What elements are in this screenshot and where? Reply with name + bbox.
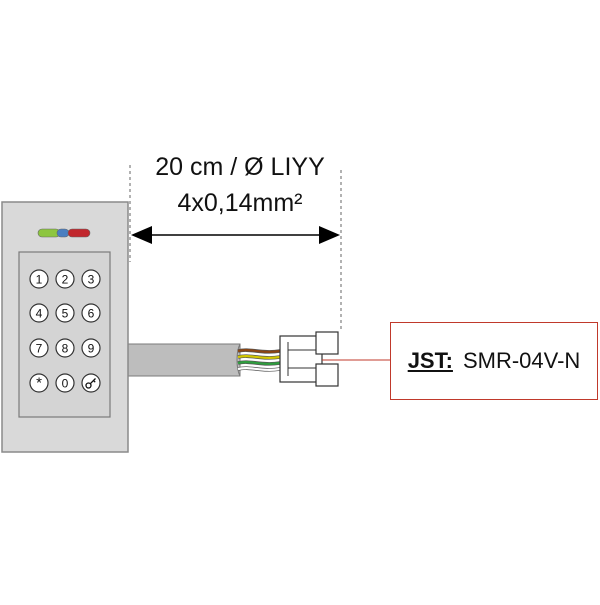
wires xyxy=(237,348,281,372)
dimension-arrow xyxy=(131,226,340,244)
connector-tab-top xyxy=(315,331,339,355)
key-label: 7 xyxy=(36,342,43,356)
keypad-key[interactable]: 7 xyxy=(29,338,49,358)
keypad-key[interactable]: 4 xyxy=(29,303,49,323)
wire xyxy=(237,367,281,371)
keypad-key[interactable]: * xyxy=(29,373,49,393)
connector-callout: JST: SMR-04V-N xyxy=(390,322,598,400)
keypad-keys: 1 2 3 4 5 6 7 8 9 * 0 xyxy=(29,269,101,393)
key-label: 1 xyxy=(36,273,43,287)
status-led xyxy=(56,228,70,238)
key-label: * xyxy=(36,375,42,392)
wire xyxy=(237,355,281,359)
key-label: 0 xyxy=(62,377,69,391)
wire xyxy=(237,361,281,365)
connector-body xyxy=(279,335,323,383)
jst-connector xyxy=(279,331,339,387)
key-label: 4 xyxy=(36,307,43,321)
keypad-key[interactable]: 2 xyxy=(55,269,75,289)
keypad-key[interactable] xyxy=(81,373,101,393)
key-label: 5 xyxy=(62,307,69,321)
connector-brand: JST: xyxy=(407,348,453,373)
reader-housing: 1 2 3 4 5 6 7 8 9 * 0 xyxy=(1,201,129,453)
status-led xyxy=(67,228,91,238)
keypad-key[interactable]: 1 xyxy=(29,269,49,289)
connector-part-number: SMR-04V-N xyxy=(462,348,581,373)
wire xyxy=(237,349,281,353)
callout-text: JST: SMR-04V-N xyxy=(391,323,597,399)
keypad-key[interactable]: 8 xyxy=(55,338,75,358)
cable-gauge-label: 4x0,14mm² xyxy=(177,189,303,217)
connector-tab-bottom xyxy=(315,363,339,387)
key-icon xyxy=(85,378,96,389)
key-label: 8 xyxy=(62,342,69,356)
key-label: 6 xyxy=(88,307,95,321)
arrowhead-left xyxy=(131,226,152,244)
keypad-key[interactable]: 9 xyxy=(81,338,101,358)
cable xyxy=(127,343,241,377)
led-strip xyxy=(37,228,91,238)
arrowhead-right xyxy=(319,226,340,244)
key-label: 9 xyxy=(88,342,95,356)
key-label: 3 xyxy=(88,273,95,287)
keypad-key[interactable]: 0 xyxy=(55,373,75,393)
keypad-key[interactable]: 5 xyxy=(55,303,75,323)
key-label: 2 xyxy=(62,273,69,287)
cable-length-label: 20 cm / Ø LIYY xyxy=(155,153,325,181)
keypad-key[interactable]: 3 xyxy=(81,269,101,289)
keypad-key[interactable]: 6 xyxy=(81,303,101,323)
